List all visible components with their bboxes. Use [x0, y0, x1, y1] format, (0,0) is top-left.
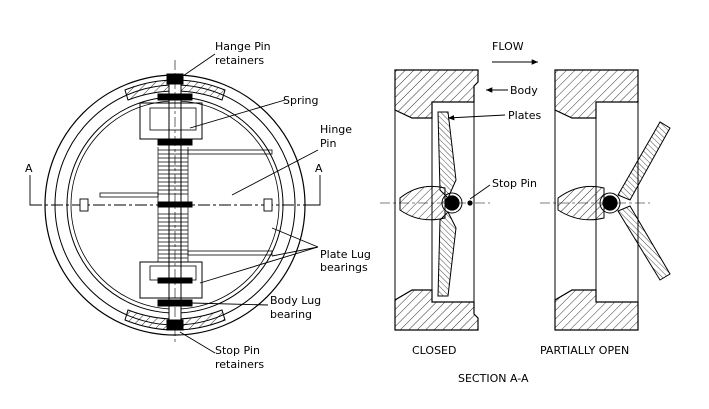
closed-body-bottom	[394, 289, 479, 331]
section-leaders	[447, 59, 538, 200]
lower-lug-inner	[149, 265, 197, 281]
body-lug-label-1: Body Lug	[270, 294, 321, 307]
spring-arm-left	[99, 192, 159, 198]
labels: Hange Pin retainers Spring Hinge Pin A A…	[25, 40, 629, 385]
spring-label: Spring	[283, 94, 319, 107]
closed-plate-lower	[437, 211, 457, 297]
closed-caption: CLOSED	[412, 344, 456, 357]
partially-open-caption: PARTIALLY OPEN	[540, 344, 629, 357]
section-mark-right: A	[315, 162, 323, 175]
spring-arm-upper	[187, 149, 273, 155]
front-leaders	[179, 53, 319, 354]
spring-arm-lower	[187, 250, 273, 256]
body-label: Body	[510, 84, 538, 97]
closed-plate-upper	[437, 111, 457, 199]
front-view	[29, 60, 321, 345]
closed-section	[380, 69, 490, 331]
open-section	[540, 69, 671, 331]
stop-pin-retainers-label-1: Stop Pin	[215, 344, 260, 357]
section-mark-left: A	[25, 162, 33, 175]
flow-label: FLOW	[492, 40, 524, 53]
section-caption: SECTION A-A	[458, 372, 529, 385]
plates-label: Plates	[508, 109, 542, 122]
hange-pin-label-1: Hange Pin	[215, 40, 271, 53]
plate-lug-label-2: bearings	[320, 261, 368, 274]
stop-pin-label: Stop Pin	[492, 177, 537, 190]
lower-lug-outer	[139, 261, 203, 299]
stop-pin-retainers-label-2: retainers	[215, 358, 264, 371]
plate-lug-label-1: Plate Lug	[320, 248, 371, 261]
open-plate-lower	[617, 205, 671, 281]
body-lug-label-2: bearing	[270, 308, 312, 321]
spring-coils	[157, 147, 189, 262]
section-line	[29, 175, 321, 212]
hinge-pin-label-1: Hinge	[320, 123, 352, 136]
open-plate-upper	[617, 121, 671, 201]
upper-lug-outer	[139, 102, 203, 140]
closed-stop-pin	[467, 200, 473, 206]
upper-lug-inner	[149, 107, 197, 131]
hange-pin-label-2: retainers	[215, 54, 264, 67]
hinge-pin-label-2: Pin	[320, 137, 336, 150]
open-body-top	[554, 69, 639, 119]
open-body-bottom	[554, 289, 639, 331]
closed-body-top	[394, 69, 479, 119]
